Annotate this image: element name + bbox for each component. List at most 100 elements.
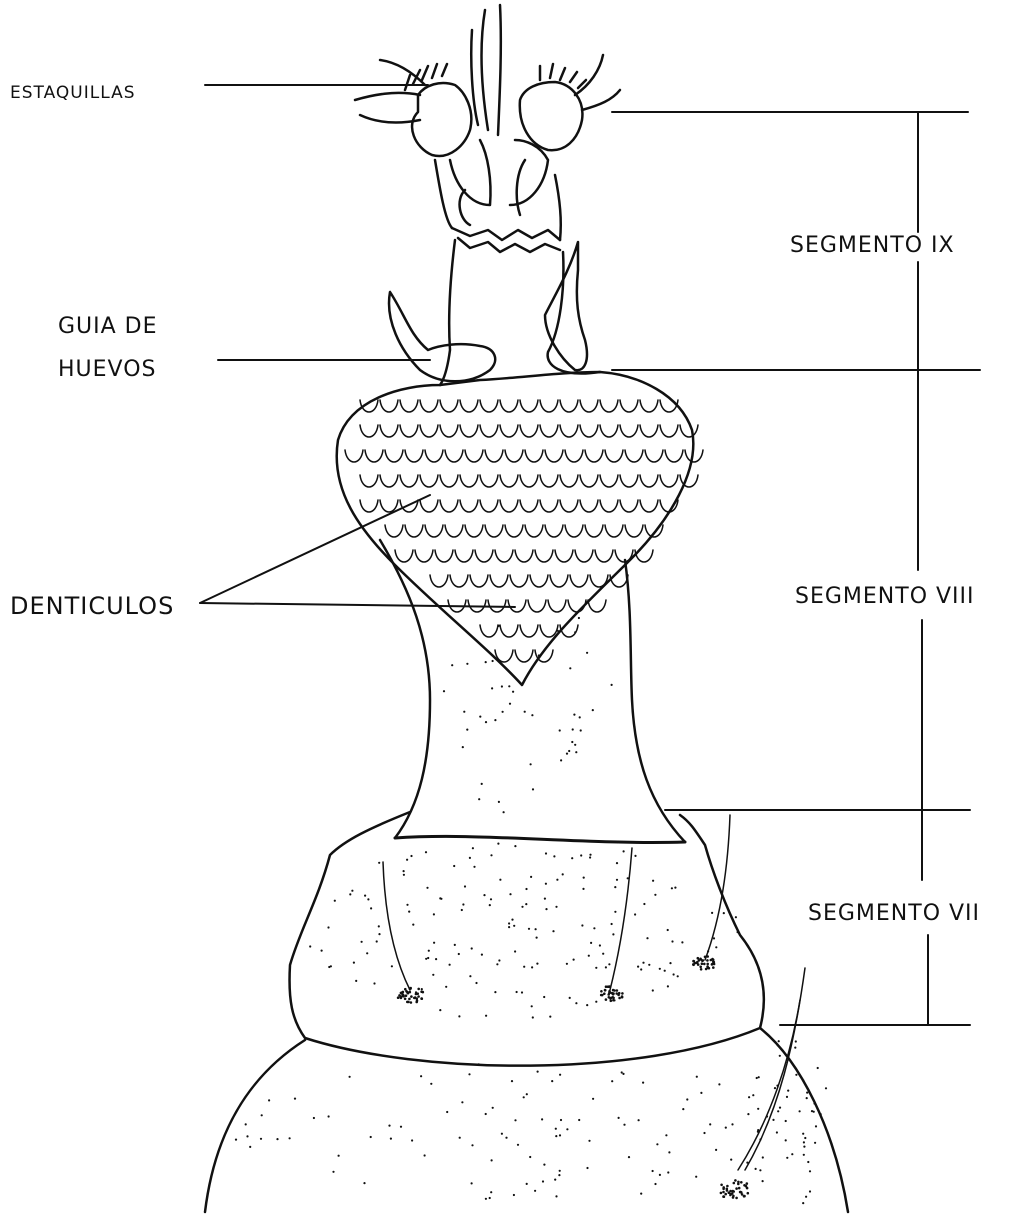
stipple-dot: [428, 950, 430, 952]
denticle-scale: [625, 525, 643, 537]
stipple-dot: [640, 968, 642, 970]
stipple-dot: [517, 1144, 519, 1146]
stipple-dot: [568, 750, 570, 752]
stipple-dot: [709, 1123, 711, 1125]
stipple-dot: [403, 870, 405, 872]
stipple-dot: [608, 990, 611, 993]
stipple-dot: [361, 941, 363, 943]
denticle-scale: [600, 400, 618, 412]
stipple-dot: [551, 1080, 553, 1082]
stipple-dot: [416, 1000, 419, 1003]
stipple-dot: [545, 883, 547, 885]
stipple-dot: [702, 959, 705, 962]
denticle-scale: [360, 475, 378, 487]
label-guia-line2: HUEVOS: [58, 357, 157, 382]
stipple-dot: [739, 1191, 742, 1194]
stipple-dot: [425, 958, 427, 960]
stipple-dot: [589, 856, 591, 858]
label-guia-line1: GUIA DE: [58, 314, 158, 339]
stipple-dot: [578, 1119, 580, 1121]
stipple-dot: [408, 911, 410, 913]
denticle-scale: [565, 525, 583, 537]
stipple-dot: [820, 1113, 822, 1115]
stipple-dot: [623, 850, 625, 852]
stipple-dot: [490, 898, 492, 900]
stipple-dot: [402, 991, 405, 994]
stipple-dot: [578, 617, 580, 619]
stipple-dot: [703, 963, 706, 966]
stipple-dot: [531, 1005, 533, 1007]
denticle-scale: [455, 550, 473, 562]
stipple-dot: [497, 843, 499, 845]
stipple-dot: [700, 1092, 702, 1094]
denticle-scale: [425, 525, 443, 537]
stipple-dot: [338, 1155, 340, 1157]
stipple-dot: [490, 1191, 492, 1193]
stipple-dot: [479, 716, 481, 718]
stipple-dot: [559, 729, 561, 731]
stipple-dot: [406, 904, 408, 906]
stipple-dot: [268, 1099, 270, 1101]
stipple-dot: [411, 1139, 413, 1141]
stipple-dot: [809, 1190, 811, 1192]
estaquillas: [355, 5, 620, 156]
stipple-dot: [378, 933, 380, 935]
stipple-dot: [616, 862, 618, 864]
denticle-scale: [360, 425, 378, 437]
stipple-dot: [785, 1139, 787, 1141]
stipple-dot: [566, 753, 568, 755]
stipple-dot: [569, 997, 571, 999]
denticle-scale: [480, 500, 498, 512]
stipple-dot: [611, 923, 613, 925]
stipple-dot: [508, 685, 510, 687]
stipple-dot: [738, 1187, 741, 1190]
stipple-dot: [612, 933, 614, 935]
stipple-dot: [261, 1114, 263, 1116]
stipple-dot: [491, 687, 493, 689]
stipple-dot: [803, 1146, 805, 1148]
stipple-dot: [747, 1192, 750, 1195]
stipple-dot: [605, 998, 608, 1001]
stipple-dot: [407, 1001, 410, 1004]
stipple-dot: [628, 1156, 630, 1158]
denticle-scale: [485, 525, 503, 537]
stipple-dot: [804, 1137, 806, 1139]
denticle-scale: [525, 450, 543, 462]
stipple-dot: [720, 1184, 723, 1187]
stipple-dot: [614, 911, 616, 913]
stipple-dot: [528, 928, 530, 930]
stipple-dot: [433, 942, 435, 944]
stipple-dot: [611, 1080, 613, 1082]
denticle-scale: [540, 500, 558, 512]
stipple-dot: [723, 1195, 726, 1198]
stipple-dot: [586, 1167, 588, 1169]
stipple-dot: [723, 912, 725, 914]
stipple-dot: [569, 667, 571, 669]
stipple-dot: [708, 967, 711, 970]
denticle-scale: [600, 500, 618, 512]
stipple-dot: [575, 751, 577, 753]
stipple-dot: [509, 893, 511, 895]
stipple-dot: [697, 957, 700, 960]
stipple-dot: [496, 963, 498, 965]
stipple-dot: [553, 855, 555, 857]
stipple-dot: [642, 962, 644, 964]
denticle-scale: [565, 450, 583, 462]
stipple-dot: [404, 988, 407, 991]
stipple-dot: [720, 1192, 723, 1195]
stipple-dot: [706, 959, 709, 962]
denticle-scale: [505, 525, 523, 537]
denticle-scale: [450, 575, 468, 587]
stipple-dot: [774, 1087, 776, 1089]
stipple-dot: [599, 944, 601, 946]
stipple-dot: [498, 959, 500, 961]
stipple-dot: [549, 1016, 551, 1018]
stipple-dot: [558, 1174, 560, 1176]
stipple-dot: [621, 992, 624, 995]
denticle-scale: [570, 575, 588, 587]
stipple-dot: [443, 690, 445, 692]
denticle-scale: [640, 500, 658, 512]
stipple-dot: [555, 1195, 557, 1197]
stipple-dot: [321, 950, 323, 952]
stipple-dot: [712, 960, 715, 963]
